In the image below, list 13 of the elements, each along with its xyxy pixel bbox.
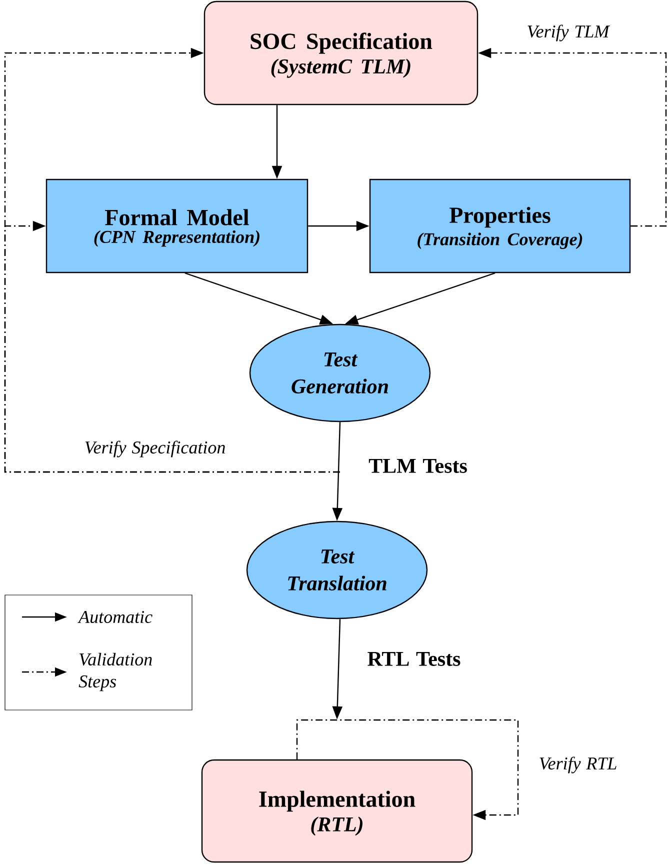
dashed-arrow <box>4 220 340 473</box>
model-box: Properties (Transition Coverage) <box>369 178 631 274</box>
legend-text: Validation Steps <box>78 652 152 692</box>
process-box: Implementation (RTL) <box>201 759 473 863</box>
model-box: Formal Model (CPN Representation) <box>46 178 308 274</box>
legend-text: Automatic <box>78 610 152 624</box>
edge-label: Verify RTL <box>538 756 618 774</box>
edge-label: TLM Tests <box>368 458 468 474</box>
edge-label: Verify Specification <box>83 440 227 458</box>
dashed-arrow <box>296 719 519 820</box>
edge-label: Verify TLM <box>526 24 610 42</box>
edge-label: RTL Tests <box>366 651 462 667</box>
process-box: SOC Specification (SystemC TLM) <box>204 0 478 106</box>
